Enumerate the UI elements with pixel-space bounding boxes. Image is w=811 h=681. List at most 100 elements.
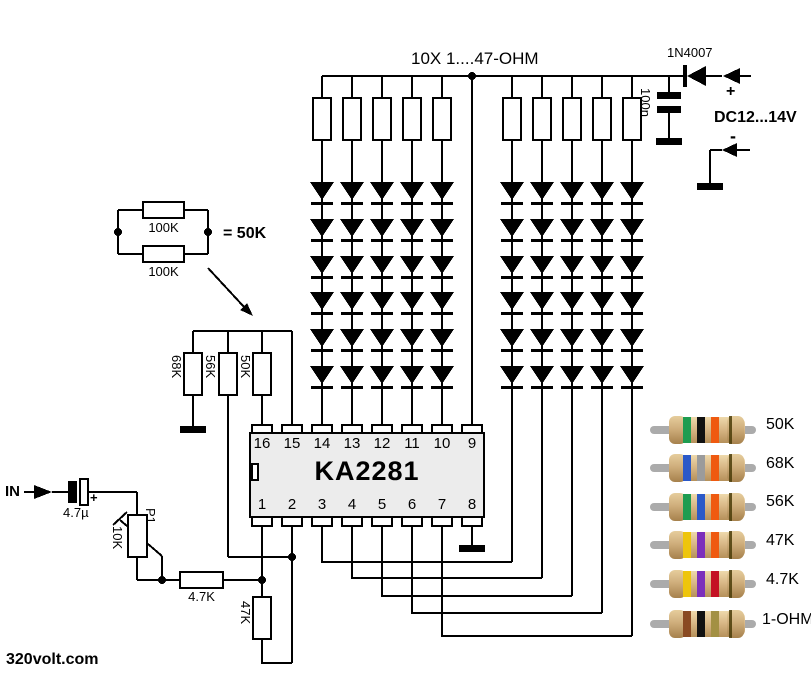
led-bank-right [511,76,633,636]
pin2-junction-dot [288,553,296,561]
legend-label: 50K [766,416,795,433]
resistor-56k [218,352,238,396]
legend-label: 56K [766,493,795,510]
ground-filter-cap [656,138,682,145]
tolerance-band [729,531,732,559]
divider-56k-label: 56K [203,355,218,379]
resistor-cap [669,493,686,521]
ic-pin-5: 5 [377,496,387,513]
ground-minus [697,183,723,190]
demo-right-dot [204,228,212,236]
filter-capacitor [657,92,681,113]
demo-pointer-arrow [207,267,253,316]
input-arrow [34,485,52,499]
legend-resistor-50k [650,416,811,444]
bus-junction-dot [468,72,476,80]
legend-label: 47K [766,532,795,549]
tolerance-band [729,493,732,521]
minus-plug-arrow [722,143,737,157]
ic-pin-12: 12 [373,435,391,452]
ic-pin-10: 10 [433,435,451,452]
tolerance-band [729,610,732,638]
color-band [697,417,705,443]
pot-value-label: 10K [110,526,125,550]
resistor-cap [669,454,686,482]
legend-label: 4.7K [766,571,799,588]
supply-voltage-label: DC12...14V [714,109,797,126]
color-band [683,455,691,481]
color-band [711,611,719,637]
tolerance-band [729,570,732,598]
supply-plus-label: + [726,83,736,100]
pot-name-label: P1 [143,508,158,524]
color-band [697,571,705,597]
color-band [683,494,691,520]
demo-resistor-bottom-label: 100K [148,264,179,279]
plus-plug-arrow [723,68,740,84]
legend-label: 1-OHM [762,611,811,628]
coupling-capacitor [68,478,89,506]
ic-pin-2: 2 [287,496,297,513]
color-band [683,532,691,558]
diode-label: 1N4007 [667,45,713,60]
color-band [697,494,705,520]
filter-cap-label: 100n [638,88,653,117]
watermark: 320volt.com [6,651,99,668]
demo-resistor-top-label: 100K [148,220,179,235]
coupling-cap-polarity: + [90,490,98,505]
color-band [697,611,705,637]
coupling-cap-label: 4.7µ [63,505,89,520]
divider-50k-label: 50K [238,355,253,379]
resistor-47k-body [252,596,272,640]
tolerance-band [729,454,732,482]
ic-pin-14: 14 [313,435,331,452]
ic-pin-9: 9 [467,435,477,452]
color-band [711,417,719,443]
divider-network [192,330,293,558]
legend-resistor-4k7 [650,570,811,598]
resistor-cap [669,531,686,559]
legend-resistor-68k [650,454,811,482]
input-label: IN [5,483,20,500]
ground-68k [180,426,206,433]
ic-pin-16: 16 [253,435,271,452]
resistor-cap [669,416,686,444]
resistor-68k [183,352,203,396]
resistor-cap [669,610,686,638]
supply-minus-label: - [730,126,736,146]
color-band [683,571,691,597]
rectifier-diode [683,65,706,87]
color-band [711,455,719,481]
color-band [683,611,691,637]
shunt-resistor-label: 47K [238,601,253,625]
resistor-cap [669,570,686,598]
color-band [711,571,719,597]
potentiometer-body [127,514,148,558]
legend-resistor-1ohm [650,610,811,638]
ground-pin8 [459,545,485,552]
demo-left-dot [114,228,122,236]
ic-pin-15: 15 [283,435,301,452]
pin-routing [261,526,632,664]
ic-pin-1: 1 [257,496,267,513]
color-band [683,417,691,443]
ic-pin-8: 8 [467,496,477,513]
pot-junction-dot [158,576,166,584]
color-band [711,532,719,558]
ic-pin-11: 11 [404,435,420,452]
color-band [711,494,719,520]
demo-equals-label: = 50K [223,225,267,242]
color-band [697,455,705,481]
legend-label: 68K [766,455,795,472]
ic-pin-7: 7 [437,496,447,513]
series-resistor-label: 4.7K [188,589,215,604]
ic-pin-3: 3 [317,496,327,513]
ic-pin-4: 4 [347,496,357,513]
ic-pin-13: 13 [343,435,361,452]
resistor-4k7-body [179,571,224,589]
legend-resistor-47k [650,531,811,559]
ic-pin-6: 6 [407,496,417,513]
led-bank-right-resistors [502,97,642,141]
